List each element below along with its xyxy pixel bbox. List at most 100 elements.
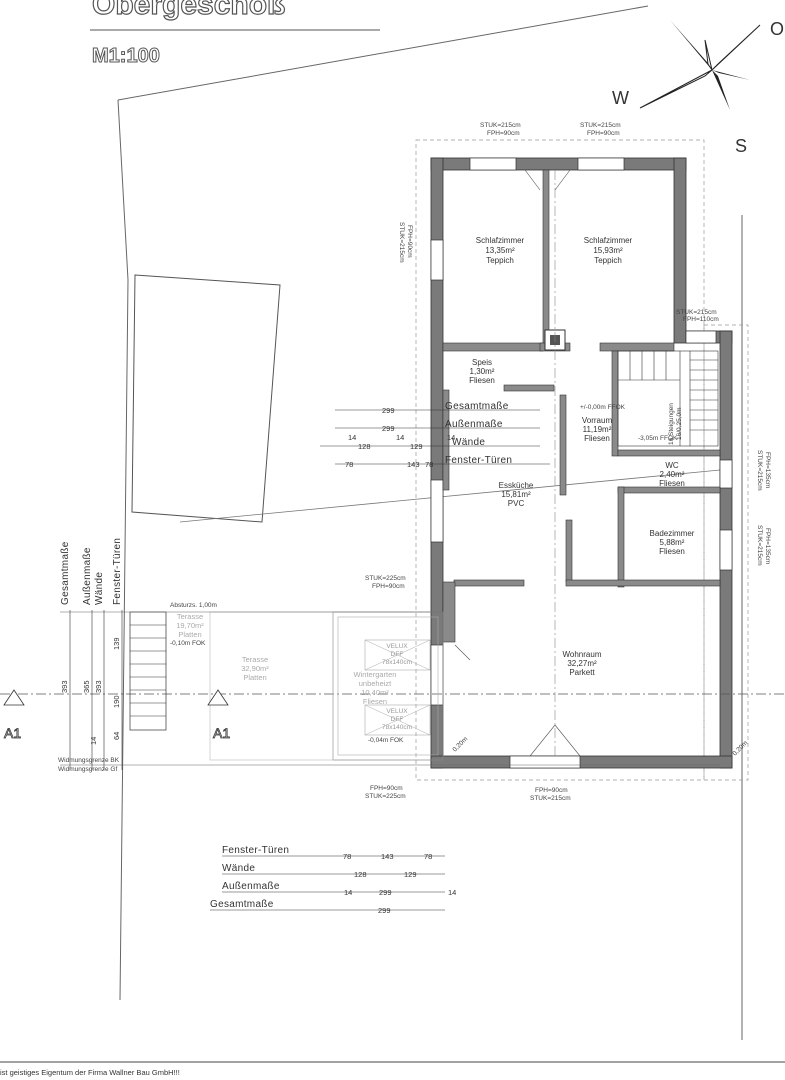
staircase [617,350,719,447]
dim-bottom-gesamt-label: Gesamtmaße [210,899,274,910]
svg-text:STUK=215cm: STUK=215cm [480,122,521,129]
dim-left-393a: 393 [60,680,69,693]
room-name-esskueche: Essküche [499,481,534,490]
dim-top-f1: 78 [345,460,353,469]
room-floor-winter: Fliesen [363,697,387,706]
svg-text:FPH=90cm: FPH=90cm [372,583,405,590]
velux-window-2 [364,704,431,736]
room-name-bad: Badezimmer [650,529,695,538]
dim-top-aussen-label: Außenmaße [445,419,503,430]
dim-bottom-f1: 78 [343,852,351,861]
level-stair: -3,05m FFOK [638,435,678,442]
footer-text: ist geistiges Eigentum der Firma Wallner… [0,1068,180,1077]
room-floor-terrace1: Platten [178,630,201,639]
svg-text:STUK=215cm: STUK=215cm [756,525,763,566]
dimension-chain-bottom [210,855,445,911]
compass-west: W [612,88,629,108]
interior-walls [442,169,721,643]
room-area-sz2: 15,93m² [593,246,623,255]
room-floor-speis: Fliesen [469,376,495,385]
room-name-wc: WC [665,461,679,470]
dim-top-w4: 129 [410,442,423,451]
room-name-winter: Wintergarten [354,670,397,679]
dim-top-w5: 14 [447,433,455,442]
dim-bottom-ft-label: Fenster-Türen [222,845,289,856]
room-name-sz2: Schlafzimmer [584,236,633,245]
plan-title: Obergeschoß [92,0,285,21]
room-floor-vorraum: Fliesen [584,434,610,443]
dim-top-gesamt: 299 [382,406,395,415]
dim-bottom-f2: 143 [381,852,394,861]
stair-sublabel: 16/0,25,0m [676,407,683,440]
dim-bottom-w2: 129 [404,870,417,879]
svg-text:FPH=110cm: FPH=110cm [683,316,719,323]
stair-label: 16 Steigungen [668,403,675,445]
room-floor-wc: Fliesen [659,479,685,488]
distance-left: 0,20m [451,736,469,754]
dim-bottom-a2: 299 [379,888,392,897]
dim-top-w3: 14 [396,433,404,442]
room-name-vorraum: Vorraum [582,416,613,425]
room-area-bad: 5,88m² [660,538,685,547]
level-ffok: +/-0,00m FFOK [580,404,626,411]
room-name-terrace2: Terasse [242,655,268,664]
room-floor-wohnraum: Parkett [569,668,595,677]
dim-bottom-aussen-label: Außenmaße [222,881,280,892]
room-area-vorraum: 11,19m² [583,425,612,434]
svg-text:FPH=135cm: FPH=135cm [764,528,771,564]
room-area-sz1: 13,35m² [485,246,515,255]
room-area-terrace2: 32,90m² [241,664,269,673]
svg-text:FPH=90cm: FPH=90cm [406,225,413,258]
room-area-esskueche: 15,81m² [501,490,531,499]
room-name-sz1: Schlafzimmer [476,236,525,245]
svg-text:FPH=90cm: FPH=90cm [487,130,520,137]
dim-top-w2: 128 [358,442,371,451]
svg-text:DFF: DFF [391,716,404,723]
dim-left-393b: 393 [94,680,103,693]
dimension-chain-left [69,610,123,770]
svg-text:STUK=215cm: STUK=215cm [580,122,621,129]
dim-bottom-w1: 128 [354,870,367,879]
dimension-chain-top [320,409,550,465]
opening-annotations: STUK=215cm FPH=90cm STUK=215cm FPH=90cm … [365,122,771,802]
room-area-terrace1: 19,70m² [176,621,204,630]
widmung-gf: Widmungsgrenze Gf [58,766,117,773]
svg-text:STUK=215cm: STUK=215cm [530,795,571,802]
dim-left-139: 139 [112,637,121,650]
dim-top-f3: 78 [425,460,433,469]
room-area-wohnraum: 32,27m² [567,659,597,668]
velux-window-1 [364,639,431,671]
room-floor-sz1: Teppich [486,256,514,265]
section-marker-left: A1 [4,725,21,741]
dim-bottom-waende-label: Wände [222,863,255,874]
dim-bottom-gesamt: 299 [378,906,391,915]
svg-text:78x140cm: 78x140cm [382,659,412,666]
compass-south: S [735,136,747,156]
level-markers: +/-0,00m FFOK -3,05m FFOK -0,10m FOK -0,… [170,403,683,744]
svg-text:FPH=135cm: FPH=135cm [764,452,771,488]
dim-top-aussen: 299 [382,424,395,433]
room-labels: Schlafzimmer 13,35m² Teppich Schlafzimme… [176,236,695,706]
room-area-winter: 10,40m² [361,688,389,697]
svg-text:STUK=215cm: STUK=215cm [676,309,717,316]
dim-left-label-ft: Fenster-Türen [112,538,123,605]
dim-left-190: 190 [112,695,121,708]
level-winter: -0,04m FOK [368,737,404,744]
svg-text:VELUX: VELUX [386,708,408,715]
room-name-terrace1: Terasse [177,612,203,621]
compass-icon [639,20,761,110]
dim-bottom-a3: 14 [448,888,456,897]
neighbour-building [131,274,281,523]
room-area-speis: 1,30m² [470,367,495,376]
room-floor-bad: Fliesen [659,547,685,556]
room-floor-sz2: Teppich [594,256,622,265]
room-floor-esskueche: PVC [508,499,525,508]
dim-left-14: 14 [89,737,98,745]
svg-text:STUK=215cm: STUK=215cm [756,450,763,491]
dim-top-waende-label: Wände [452,437,485,448]
room-name-wohnraum: Wohnraum [563,650,602,659]
dim-top-gesamt-label: Gesamtmaße [445,401,509,412]
dim-bottom-f3: 78 [424,852,432,861]
level-terrace: -0,10m FOK [170,640,206,647]
